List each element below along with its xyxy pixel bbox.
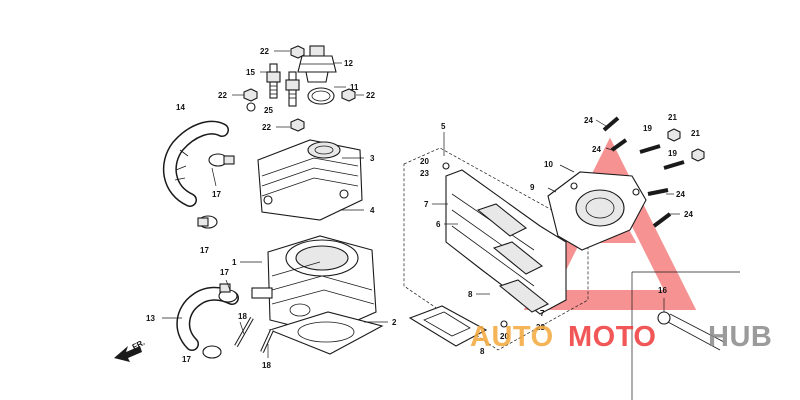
callout-21: 21 [668,113,677,122]
hose-clip-16 [657,311,725,351]
cylinder-base-gasket [268,311,384,355]
callout-5: 5 [441,122,446,131]
callout-12: 12 [344,59,353,68]
callout-24: 24 [676,190,685,199]
front-direction-label: FR. [131,338,147,352]
nuts-top [243,45,356,132]
callout-19: 19 [668,149,677,158]
decompressor-cap [297,45,337,83]
hose-clamp-d [202,345,222,359]
callout-19: 19 [643,124,652,133]
o-ring [307,87,335,105]
callout-1: 1 [232,258,237,267]
callout-3: 3 [370,154,375,163]
callout-6: 6 [436,220,441,229]
callout-10: 10 [544,160,553,169]
reed-valve-body [442,162,567,328]
callout-24: 24 [592,145,601,154]
callout-25: 25 [264,106,273,115]
callout-17: 17 [182,355,191,364]
front-direction-arrow-icon [114,346,142,362]
callout-20: 20 [420,157,429,166]
water-hose-upper [163,120,229,207]
callout-22: 22 [260,47,269,56]
leader-lines [162,50,740,400]
callout-17: 17 [200,246,209,255]
watermark-wordmark: AUTO MOTO HUB [470,321,772,353]
callout-4: 4 [370,206,375,215]
callout-17: 17 [220,268,229,277]
reed-gasket [408,305,488,347]
intake-manifold [547,171,647,251]
cylinder [251,235,377,335]
callout-9: 9 [530,183,535,192]
callout-23: 23 [420,169,429,178]
callout-22: 22 [218,91,227,100]
watermark-word-auto: AUTO [470,321,554,353]
callout-16: 16 [658,286,667,295]
callout-2: 2 [392,318,397,327]
spark-plug [266,63,281,99]
callout-18: 18 [262,361,271,370]
callout-18: 18 [238,312,247,321]
bolts-right [602,116,705,228]
watermark-word-hub: HUB [708,321,772,353]
reed-valve-assembly-outline [403,147,589,351]
callout-7: 7 [540,309,545,318]
callout-11: 11 [350,83,359,92]
callout-13: 13 [146,314,155,323]
callout-15: 15 [246,68,255,77]
callout-24: 24 [584,116,593,125]
callout-8: 8 [468,290,473,299]
callout-17: 17 [212,190,221,199]
callout-14: 14 [176,103,185,112]
callout-22: 22 [366,91,375,100]
hose-clamp-b [197,215,218,229]
callout-8: 8 [480,347,485,356]
cylinder-head [257,139,363,221]
watermark-word-moto: MOTO [568,321,656,353]
spark-plug-2 [285,71,300,107]
callout-23: 23 [536,323,545,332]
hose-clamp-a [208,153,235,167]
callout-7: 7 [424,200,429,209]
hose-clamp-c [218,283,238,303]
callout-22: 22 [262,123,271,132]
studs [234,317,274,353]
callout-21: 21 [691,129,700,138]
callout-20: 20 [500,332,509,341]
callout-24: 24 [684,210,693,219]
